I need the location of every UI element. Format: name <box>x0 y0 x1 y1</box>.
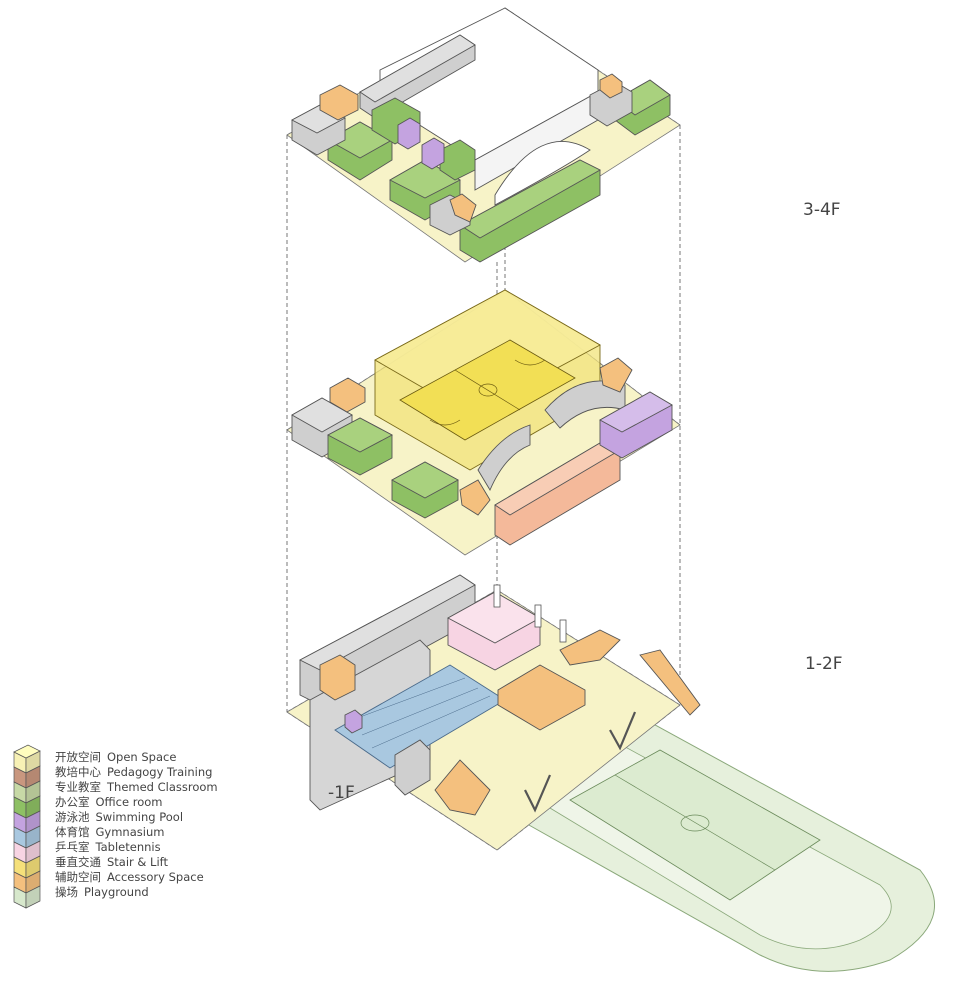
legend-label-cn: 教培中心 <box>55 765 101 779</box>
legend-label-en: Open Space <box>107 750 176 764</box>
legend-label-en: Stair & Lift <box>107 855 169 869</box>
legend-label-en: Accessory Space <box>107 870 204 884</box>
legend-label: 教培中心 Pedagogy Training <box>55 765 212 779</box>
legend-label: 乒乓室 Tabletennis <box>55 840 161 854</box>
legend-label: 开放空间 Open Space <box>55 750 176 764</box>
legend-label-cn: 辅助空间 <box>55 870 101 884</box>
floor-label-3-4f: 3-4F <box>803 200 841 220</box>
legend-label-en: Themed Classroom <box>106 780 218 794</box>
legend-label-cn: 办公室 <box>55 795 90 809</box>
football-field <box>569 749 821 901</box>
legend-label-en: Playground <box>84 885 149 899</box>
legend-label: 游泳池 Swimming Pool <box>55 810 183 824</box>
legend-label: 体育馆 Gymnasium <box>55 825 164 839</box>
legend-label-en: Pedagogy Training <box>107 765 212 779</box>
legend-label: 操场 Playground <box>55 885 149 899</box>
legend-label-cn: 操场 <box>55 885 78 899</box>
floor-label-1-2f: 1-2F <box>805 654 843 674</box>
legend-label-cn: 专业教室 <box>55 780 101 794</box>
floor-3-4f <box>286 7 681 263</box>
floor-minus-1f <box>286 574 935 972</box>
legend-label-cn: 体育馆 <box>55 825 90 839</box>
legend-label-cn: 乒乓室 <box>55 840 90 854</box>
legend-label-cn: 开放空间 <box>55 750 101 764</box>
legend-swatch-playground <box>13 885 41 909</box>
legend-label: 垂直交通 Stair & Lift <box>55 855 169 869</box>
legend-label-cn: 垂直交通 <box>55 855 101 869</box>
floor-label-minus-1f: -1F <box>328 783 355 803</box>
legend-label-en: Gymnasium <box>96 825 165 839</box>
legend-label-en: Swimming Pool <box>96 810 184 824</box>
legend-label-en: Office room <box>96 795 163 809</box>
legend: 开放空间 Open Space 教培中心 Pedagogy Training 专业教室 T… <box>13 744 218 909</box>
legend-label-en: Tabletennis <box>95 840 161 854</box>
legend-label-cn: 游泳池 <box>55 810 90 824</box>
legend-label: 专业教室 Themed Classroom <box>55 780 218 794</box>
legend-label: 辅助空间 Accessory Space <box>55 870 204 884</box>
floor-1-2f <box>286 289 681 556</box>
legend-label: 办公室 Office room <box>55 795 162 809</box>
